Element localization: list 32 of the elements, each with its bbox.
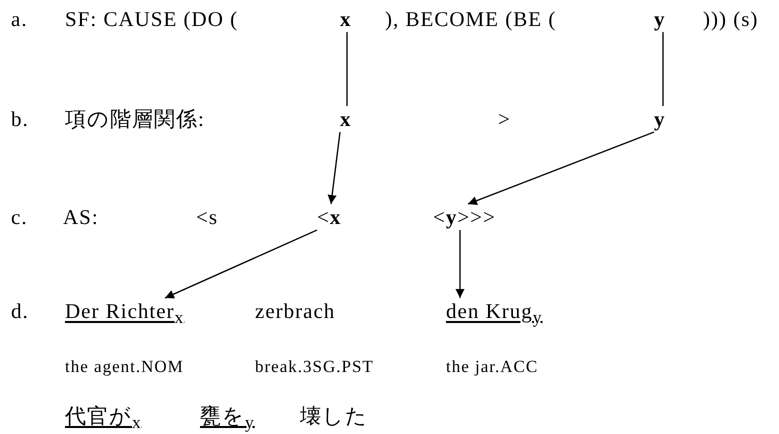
linking-line [662,32,664,106]
item-letter: b. [11,108,29,130]
argument-variable: x [340,8,352,30]
formula-text: ))) (s) [703,8,758,30]
gloss-text: the jar.ACC [446,358,538,376]
item-letter: c. [11,206,28,228]
japanese-phrase: 代官が$_{x}$ [65,405,142,432]
japanese-phrase: 壊した [300,405,368,428]
argument-slot: <y>>> [433,206,496,228]
formula-text: SF: CAUSE (DO ( [65,8,238,30]
arrow [468,131,654,205]
argument-slot: <s [196,206,218,228]
formula-text: ), BECOME (BE ( [385,8,556,30]
japanese-phrase: 甕を$_{y}$ [200,405,255,432]
item-letter: d. [11,300,29,322]
sentence-word: zerbrach [255,300,336,322]
gloss-text: break.3SG.PST [255,358,374,376]
argument-variable: y [654,8,666,30]
linking-line [346,32,348,106]
gloss-text: the agent.NOM [65,358,184,376]
arrow [164,229,318,299]
argument-variable: x [340,108,352,130]
argument-variable: y [654,108,666,130]
underlined-phrase: Der Richter$_{x}$ [65,300,184,327]
item-letter: a. [11,8,28,30]
arrow [456,230,464,298]
heading-text: AS: [63,206,99,228]
relation-sign: > [498,108,511,130]
argument-slot: <x [317,206,342,228]
arrow [328,132,341,204]
heading-text: 項の階層関係: [65,108,205,130]
underlined-phrase: den Krug$_{y}$ [446,300,542,327]
